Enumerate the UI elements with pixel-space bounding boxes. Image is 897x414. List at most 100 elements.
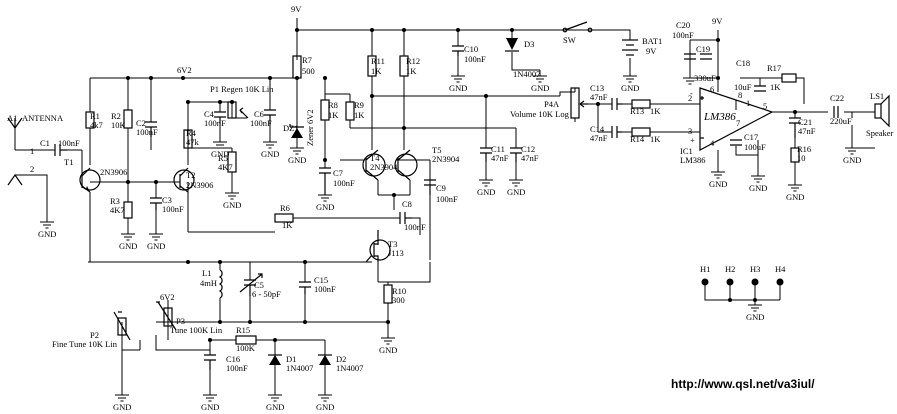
label-r15: R15 <box>236 325 250 335</box>
resistor-r2 <box>123 109 133 129</box>
label-c17: C17 <box>744 132 758 142</box>
label-r5-value: 4K7 <box>218 162 233 172</box>
label-antenna: ANTENNA <box>22 113 64 123</box>
gnd-icon <box>203 394 217 402</box>
label-r17-value: 1K <box>770 82 781 92</box>
potentiometer-p1 <box>227 101 249 119</box>
gnd-label: GND <box>266 402 284 412</box>
gnd-icon <box>751 175 765 183</box>
gnd-label: GND <box>288 155 306 165</box>
label-pin5: 5 <box>763 101 767 111</box>
label-r10-value: 300 <box>392 295 405 305</box>
label-ic1: IC1 <box>680 146 693 156</box>
label-c12: C12 <box>521 144 535 154</box>
label-c10-value: 100nF <box>464 54 486 64</box>
label-c9: C9 <box>436 183 446 193</box>
gnd-label: GND <box>709 179 727 189</box>
gnd-icon <box>623 75 637 83</box>
label-r12-value: 1K <box>406 66 417 76</box>
label-a1: A1 <box>7 113 17 123</box>
resistor-r15 <box>235 335 257 345</box>
resistor-r12 <box>399 55 409 77</box>
label-p4a: P4A <box>544 99 560 109</box>
label-r6: R6 <box>280 203 290 213</box>
label-d1-value: 1N4007 <box>286 363 313 373</box>
capacitor-c4 <box>214 111 226 124</box>
label-c14: C14 <box>590 124 605 134</box>
label-c2: C2 <box>136 118 146 128</box>
label-r2: R2 <box>111 111 121 121</box>
label-t3: T3 <box>388 239 397 249</box>
resistor-r3 <box>123 201 133 219</box>
label-c16: C16 <box>226 354 240 364</box>
label-r13-value: 1K <box>650 106 661 116</box>
gnd-icon <box>748 304 762 312</box>
resistor-r10 <box>383 284 393 304</box>
label-p3: P3 <box>176 316 185 326</box>
gnd-icon <box>213 141 227 149</box>
label-zener: Zener 6V2 <box>305 109 315 146</box>
label-c4-value: 100nF <box>204 118 226 128</box>
resistor-r5 <box>227 151 237 173</box>
label-ic1-value: LM386 <box>680 155 706 165</box>
label-c6-value: 100nF <box>250 118 272 128</box>
battery-bat1 <box>622 39 638 56</box>
label-r9-value: 1K <box>354 110 365 120</box>
label-c16-value: 100nF <box>226 363 248 373</box>
wires <box>14 18 875 395</box>
gnd-icon <box>40 221 54 229</box>
label-d2: D2 <box>336 354 346 364</box>
label-t1: T1 <box>64 157 73 167</box>
gnd-icon <box>381 337 395 345</box>
gnd-label: GND <box>147 241 165 251</box>
potentiometer-p2 <box>113 311 131 341</box>
gnd-label: GND <box>621 83 639 93</box>
gnd-label: GND <box>746 312 764 322</box>
label-pin4: 4 <box>710 138 715 148</box>
gnd-label: GND <box>843 155 861 165</box>
label-h3: H3 <box>750 264 760 274</box>
gnd-icon <box>121 233 135 241</box>
lm386-amplifier <box>699 87 774 151</box>
label-c3-value: 100nF <box>162 204 184 214</box>
gnd-label: GND <box>316 202 334 212</box>
label-t3-value: J113 <box>388 248 404 258</box>
inductor-l1 <box>218 269 223 299</box>
diode-d1 <box>268 354 282 365</box>
gnd-label: GND <box>379 345 397 355</box>
label-h4: H4 <box>775 264 786 274</box>
capacitor-c17 <box>730 139 742 146</box>
speaker-ls1 <box>874 94 890 128</box>
capacitor-c7 <box>319 167 331 195</box>
label-c20: C20 <box>676 20 690 30</box>
gnd-label: GND <box>507 187 525 197</box>
label-6v2: 6V2 <box>177 65 192 75</box>
capacitor-c18 <box>754 85 766 92</box>
label-c19: C19 <box>696 44 710 54</box>
label-pin8: 8 <box>738 90 742 100</box>
label-r4: R4 <box>186 128 197 138</box>
junction-dots <box>126 28 797 342</box>
gnd-icon <box>318 394 332 402</box>
variable-capacitor-c5 <box>239 273 263 296</box>
label-r6-value: 1K <box>282 220 293 230</box>
gnd-label: GND <box>316 402 334 412</box>
capacitor-c11 <box>480 147 492 162</box>
label-r2-value: 10K <box>111 120 127 130</box>
gnd-icon <box>115 394 129 402</box>
label-l1: L1 <box>202 268 211 278</box>
label-c17-value: 100uF <box>744 142 766 152</box>
label-bat1-value: 9V <box>646 46 657 56</box>
label-p3-value: Tune 100K Lin <box>170 325 223 335</box>
label-c13: C13 <box>590 83 604 93</box>
label-r7: R7 <box>302 55 312 65</box>
gnd-icon <box>711 171 725 179</box>
zener-diode-dz1 <box>289 124 304 138</box>
label-c14-value: 47nF <box>590 133 608 143</box>
label-pin6: 6 <box>710 84 714 94</box>
label-6v2-p3: 6V2 <box>160 292 175 302</box>
label-c22: C22 <box>830 93 844 103</box>
resistor-r16 <box>790 147 800 163</box>
gnd-icon <box>509 179 523 187</box>
